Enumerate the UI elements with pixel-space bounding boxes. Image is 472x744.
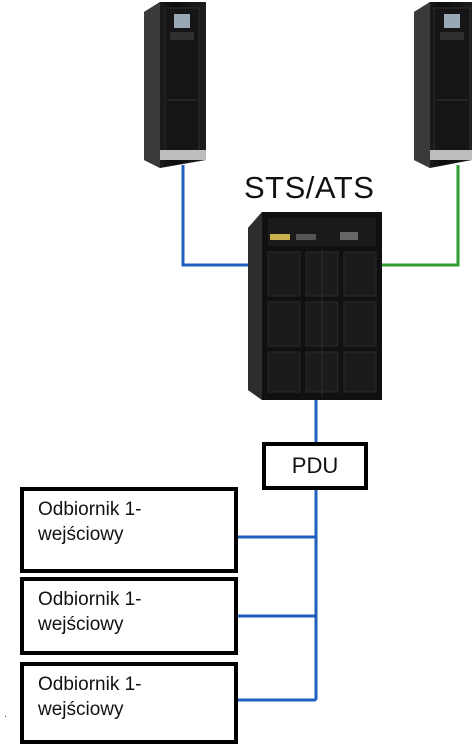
footnote-mark: . <box>4 709 7 720</box>
pdu-label: PDU <box>291 453 339 478</box>
load-label-line2: wejściowy <box>38 699 124 720</box>
load-box-3: Odbiornik 1- wejściowy <box>20 662 238 744</box>
load-label-line1: Odbiornik 1- <box>38 674 142 695</box>
pdu-box: PDU <box>262 442 368 490</box>
load-box-1: Odbiornik 1- wejściowy <box>20 487 238 573</box>
load-label-line2: wejściowy <box>38 524 124 545</box>
ups-tower-left <box>144 2 206 168</box>
load-box-2: Odbiornik 1- wejściowy <box>20 577 238 655</box>
load-label-line1: Odbiornik 1- <box>38 589 142 610</box>
ups-left-display <box>174 14 190 28</box>
load-label-line2: wejściowy <box>38 614 124 635</box>
ups-left-to-sts-line <box>181 165 262 267</box>
connection-lines <box>181 165 460 702</box>
load-label-line1: Odbiornik 1- <box>38 499 142 520</box>
ups-right-display <box>444 14 460 28</box>
sts-status-display <box>270 234 290 240</box>
sts-ats-cabinet <box>248 212 382 400</box>
sts-ats-label: STS/ATS <box>244 170 375 205</box>
ups-tower-right <box>414 2 472 168</box>
ups-right-to-sts-line <box>380 165 460 267</box>
